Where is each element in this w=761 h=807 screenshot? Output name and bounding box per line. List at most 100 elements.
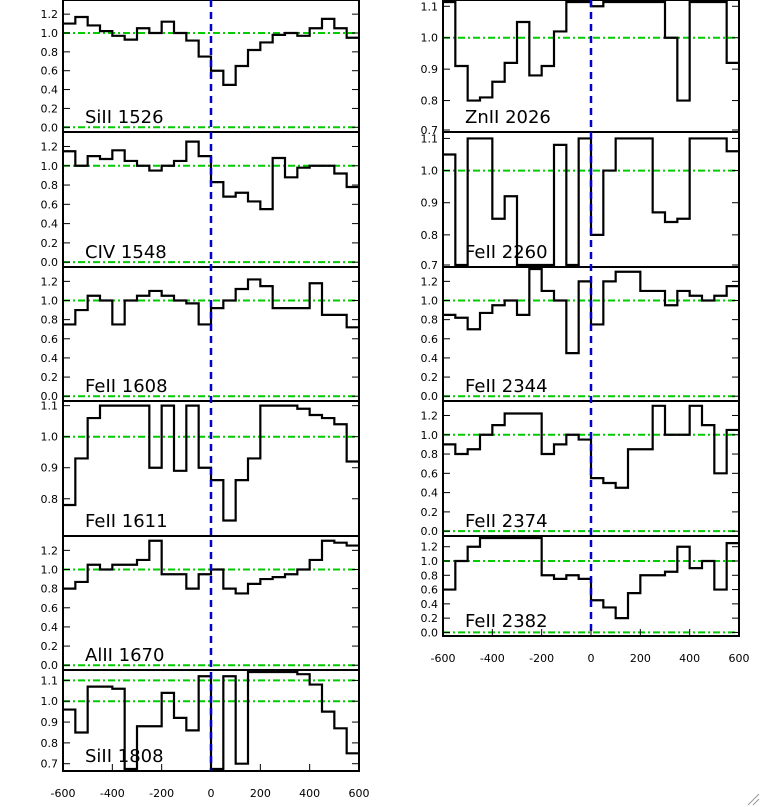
- y-tick-label: 0.4: [41, 84, 59, 97]
- y-tick-label: 1.2: [421, 409, 439, 422]
- y-tick-label: 0.4: [421, 598, 439, 611]
- y-tick-label: 0.4: [41, 218, 59, 231]
- y-tick-label: 1.0: [421, 165, 439, 178]
- y-tick-label: 0.4: [41, 621, 59, 634]
- y-tick-label: 0.8: [41, 179, 59, 192]
- y-tick-label: 1.0: [421, 32, 439, 45]
- y-tick-label: 0.8: [41, 493, 59, 506]
- y-tick-label: 1.2: [41, 8, 59, 21]
- y-tick-label: 1.0: [41, 160, 59, 173]
- y-tick-label: 0.4: [421, 352, 439, 365]
- x-tick-label: -600: [431, 652, 456, 665]
- y-tick-label: 0.7: [41, 758, 59, 771]
- y-tick-label: 1.0: [41, 695, 59, 708]
- ion-label: FeII 2382: [465, 611, 548, 632]
- y-tick-label: 1.0: [421, 295, 439, 308]
- ion-label: SiII 1808: [85, 746, 164, 767]
- ion-label: ZnII 2026: [465, 107, 551, 128]
- x-tick-label: -200: [149, 787, 174, 800]
- y-tick-label: 0.0: [421, 626, 439, 639]
- y-tick-label: 1.0: [41, 27, 59, 40]
- x-tick-label: -400: [100, 787, 125, 800]
- y-tick-label: 0.2: [41, 371, 59, 384]
- spectrum-step-line: [63, 278, 359, 329]
- y-tick-label: 1.0: [41, 564, 59, 577]
- y-tick-label: 0.2: [421, 506, 439, 519]
- y-tick-label: 0.0: [41, 659, 59, 672]
- y-tick-label: 0.9: [41, 462, 59, 475]
- y-tick-label: 0.9: [41, 716, 59, 729]
- y-tick-label: 1.1: [41, 400, 59, 413]
- y-tick-label: 0.6: [41, 333, 59, 346]
- y-tick-label: 1.0: [421, 429, 439, 442]
- y-tick-label: 0.7: [421, 259, 439, 272]
- y-tick-label: 1.0: [41, 295, 59, 308]
- ion-label: FeII 2374: [465, 511, 548, 532]
- y-tick-label: 0.8: [421, 95, 439, 108]
- y-tick-label: 0.6: [41, 602, 59, 615]
- y-tick-label: 0.8: [41, 583, 59, 596]
- y-tick-label: 0.6: [421, 467, 439, 480]
- y-tick-label: 1.2: [421, 541, 439, 554]
- spectrum-step-line: [443, 536, 739, 620]
- resize-grip-icon: [747, 793, 760, 806]
- x-tick-label: 0: [588, 652, 595, 665]
- x-tick-label: 400: [679, 652, 700, 665]
- y-tick-label: 1.2: [41, 275, 59, 288]
- ion-label: FeII 2344: [465, 376, 548, 397]
- y-tick-label: 0.2: [421, 371, 439, 384]
- y-tick-label: 0.9: [421, 63, 439, 76]
- ion-label: CIV 1548: [85, 242, 167, 263]
- y-tick-label: 0.0: [41, 121, 59, 134]
- y-tick-label: 1.0: [41, 431, 59, 444]
- x-tick-label: 600: [729, 652, 750, 665]
- y-tick-label: 0.6: [41, 198, 59, 211]
- ion-label: AlII 1670: [85, 645, 164, 666]
- y-tick-label: 1.2: [421, 275, 439, 288]
- spectrum-step-line: [443, 267, 739, 355]
- x-tick-label: 200: [250, 787, 271, 800]
- ion-label: FeII 1611: [85, 511, 168, 532]
- y-tick-label: 0.6: [421, 333, 439, 346]
- y-tick-label: 0.6: [421, 584, 439, 597]
- x-tick-label: 0: [208, 787, 215, 800]
- y-tick-label: 1.2: [41, 544, 59, 557]
- y-tick-label: 1.2: [41, 140, 59, 153]
- y-tick-label: 0.0: [421, 525, 439, 538]
- ion-label: SiII 1526: [85, 107, 164, 128]
- y-tick-label: 0.6: [41, 65, 59, 78]
- y-tick-label: 1.1: [421, 0, 439, 13]
- y-tick-label: 0.8: [421, 448, 439, 461]
- y-tick-label: 0.4: [41, 352, 59, 365]
- x-tick-label: -600: [51, 787, 76, 800]
- y-tick-label: 0.9: [421, 197, 439, 210]
- spectrum-step-line: [63, 140, 359, 211]
- y-tick-label: 1.0: [421, 555, 439, 568]
- x-tick-label: 400: [299, 787, 320, 800]
- y-tick-label: 0.8: [421, 314, 439, 327]
- y-tick-label: 0.2: [41, 640, 59, 653]
- spectrum-step-line: [63, 539, 359, 595]
- y-tick-label: 0.8: [41, 737, 59, 750]
- y-tick-label: 0.2: [41, 237, 59, 250]
- y-tick-label: 0.2: [41, 102, 59, 115]
- y-tick-label: 0.0: [41, 390, 59, 403]
- y-tick-label: 0.8: [41, 314, 59, 327]
- ion-label: FeII 2260: [465, 242, 548, 263]
- y-tick-label: 0.8: [421, 569, 439, 582]
- y-tick-label: 0.8: [41, 46, 59, 59]
- x-tick-label: -400: [480, 652, 505, 665]
- y-tick-label: 1.1: [421, 132, 439, 145]
- ion-label: FeII 1608: [85, 376, 168, 397]
- y-tick-label: 0.7: [421, 124, 439, 137]
- y-tick-label: 0.4: [421, 487, 439, 500]
- x-tick-label: 200: [630, 652, 651, 665]
- y-tick-label: 1.1: [41, 674, 59, 687]
- spectrum-step-line: [443, 0, 739, 102]
- y-tick-label: 0.0: [421, 390, 439, 403]
- y-tick-label: 0.0: [41, 256, 59, 269]
- y-tick-label: 0.8: [421, 229, 439, 242]
- x-tick-label: -200: [529, 652, 554, 665]
- x-tick-label: 600: [349, 787, 370, 800]
